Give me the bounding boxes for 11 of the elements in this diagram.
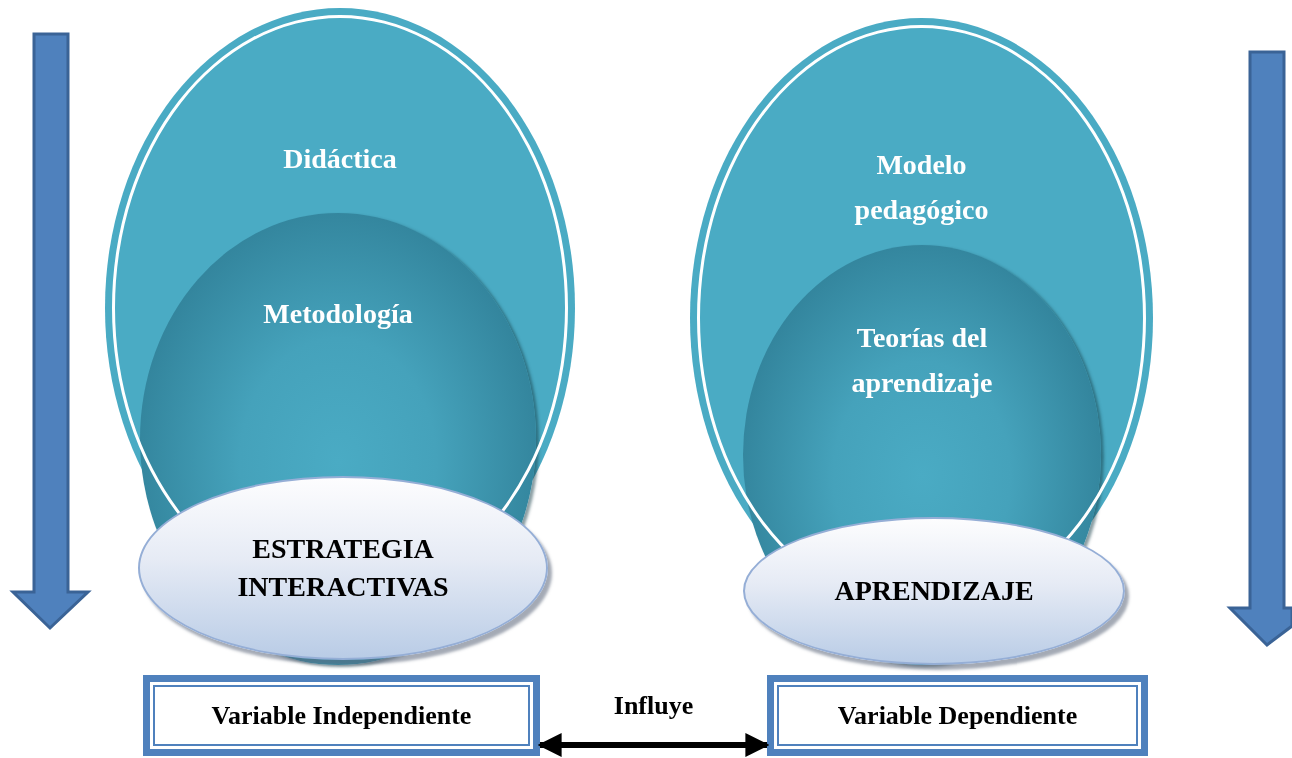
node-label: APRENDIZAJE (834, 574, 1034, 608)
variable-box (143, 675, 540, 756)
node-label: Variable Independiente (211, 699, 472, 732)
node-label: ESTRATEGIA INTERACTIVAS (236, 532, 450, 604)
double-arrow (537, 733, 770, 757)
node-label: Teorías del aprendizaje (850, 321, 994, 400)
variable-box (767, 675, 1148, 756)
node-label: Metodología (262, 297, 414, 331)
node-label: Didáctica (282, 142, 398, 176)
node-label: Modelo pedagógico (853, 148, 990, 227)
node-label: Variable Dependiente (837, 699, 1078, 732)
